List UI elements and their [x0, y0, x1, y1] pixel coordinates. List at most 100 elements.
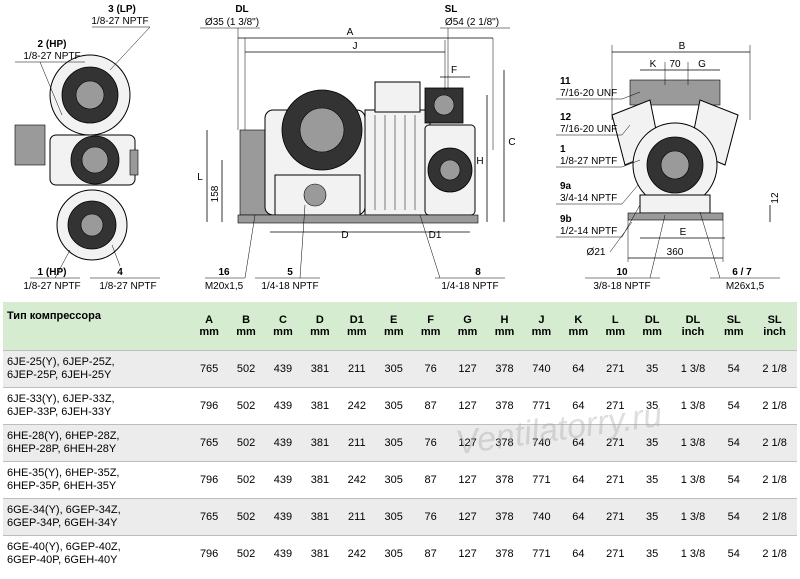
callout-2-label: 2 (HP) — [38, 39, 67, 50]
value-cell: 64 — [559, 387, 597, 425]
value-cell: 740 — [522, 424, 560, 462]
header-col-unit: mm — [605, 326, 626, 338]
header-col-unit: inch — [763, 326, 786, 338]
model-line-1: 6HE-35(Y), 6HEP-35Z, — [7, 467, 120, 479]
callout-1r-label: 1 — [560, 144, 566, 155]
value-cell: 2 1/8 — [752, 424, 797, 462]
dim-h: H — [476, 156, 483, 167]
value-cell: 54 — [715, 461, 753, 499]
header-col-unit: mm — [347, 326, 367, 338]
value-cell: 2 1/8 — [752, 350, 797, 388]
callout-12-thread: 7/16-20 UNF — [560, 124, 617, 135]
compressor-side-view — [237, 81, 479, 224]
header-col-unit: mm — [494, 326, 515, 338]
value-cell: 35 — [633, 535, 671, 572]
sl-label: SL — [445, 4, 458, 15]
dim-e: E — [680, 227, 687, 238]
dim-158: 158 — [210, 185, 221, 202]
value-cell: 127 — [449, 535, 487, 572]
dim-k: K — [650, 59, 657, 70]
value-cell: 127 — [449, 498, 487, 536]
dim-70: 70 — [669, 59, 681, 70]
callout-11-label: 11 — [560, 76, 571, 87]
value-cell: 2 1/8 — [752, 461, 797, 499]
header-col-name: SL — [726, 314, 741, 326]
callout-2-thread: 1/8-27 NPTF — [23, 51, 80, 62]
model-cell: 6HE-28(Y), 6HEP-28Z,6HEP-28P, 6HEH-28Y — [3, 424, 191, 462]
value-cell: 740 — [522, 498, 560, 536]
value-cell: 35 — [633, 350, 671, 388]
sl-size: Ø54 (2 1/8") — [445, 17, 499, 28]
value-cell: 378 — [486, 387, 523, 425]
header-col-name: A — [205, 314, 214, 326]
callout-5-label: 5 — [287, 267, 293, 278]
dim-g: G — [698, 59, 706, 70]
value-cell: 54 — [715, 498, 753, 536]
model-line-2: 6GEP-40P, 6GEH-40Y — [7, 554, 118, 566]
value-cell: 2 1/8 — [752, 387, 797, 425]
callout-1r-thread: 1/8-27 NPTF — [560, 156, 617, 167]
callout-5-thread: 1/4-18 NPTF — [261, 281, 318, 292]
value-cell: 1 3/8 — [670, 535, 716, 572]
callout-12-label: 12 — [560, 112, 572, 123]
value-cell: 771 — [522, 535, 560, 572]
value-cell: 796 — [190, 535, 228, 572]
value-cell: 381 — [301, 461, 339, 499]
callout-67-label: 6 / 7 — [732, 267, 752, 278]
value-cell: 1 3/8 — [670, 461, 716, 499]
dim-b: B — [679, 41, 686, 52]
value-cell: 64 — [559, 461, 597, 499]
value-cell: 54 — [715, 350, 753, 388]
model-line-2: 6JEP-25P, 6JEH-25Y — [7, 369, 112, 381]
header-col-unit: mm — [383, 326, 404, 338]
dimension-drawing: 3 (LP) 1/8-27 NPTF 2 (HP) 1/8-27 NPTF 1 … — [14, 4, 781, 292]
header-col-name: F — [427, 314, 435, 326]
header-col-unit: mm — [310, 326, 330, 338]
value-cell: 378 — [486, 424, 523, 462]
callout-9a-label: 9a — [560, 181, 572, 192]
header-col-unit: inch — [681, 326, 705, 338]
value-cell: 87 — [412, 535, 450, 572]
value-cell: 271 — [596, 535, 634, 572]
value-cell: 502 — [227, 535, 265, 572]
value-cell: 305 — [375, 350, 413, 388]
compressor-end-view — [611, 79, 739, 221]
value-cell: 305 — [375, 498, 413, 536]
value-cell: 54 — [715, 387, 753, 425]
value-cell: 54 — [715, 535, 753, 572]
header-col-name: D — [315, 314, 324, 326]
value-cell: 381 — [301, 350, 339, 388]
value-cell: 1 3/8 — [670, 350, 716, 388]
header-col-name: DL — [644, 314, 660, 326]
value-cell: 502 — [227, 387, 265, 425]
model-line-1: 6JE-33(Y), 6JEP-33Z, — [7, 393, 115, 405]
value-cell: 381 — [301, 387, 339, 425]
callout-3-thread: 1/8-27 NPTF — [91, 16, 148, 27]
dim-d: D — [341, 230, 348, 241]
value-cell: 381 — [301, 424, 339, 462]
callout-67-thread: M26x1,5 — [726, 281, 765, 292]
value-cell: 64 — [559, 350, 597, 388]
value-cell: 796 — [190, 387, 228, 425]
model-line-2: 6HEP-35P, 6HEH-35Y — [7, 480, 117, 492]
value-cell: 439 — [264, 498, 302, 536]
value-cell: 502 — [227, 350, 265, 388]
value-cell: 765 — [190, 424, 228, 462]
dim-d1: D1 — [429, 230, 442, 241]
value-cell: 305 — [375, 387, 413, 425]
header-col-unit: mm — [723, 326, 744, 338]
value-cell: 740 — [522, 350, 560, 388]
header-col-name: B — [242, 314, 251, 326]
dim-l: L — [197, 172, 203, 183]
model-line-2: 6HEP-28P, 6HEH-28Y — [7, 443, 117, 455]
